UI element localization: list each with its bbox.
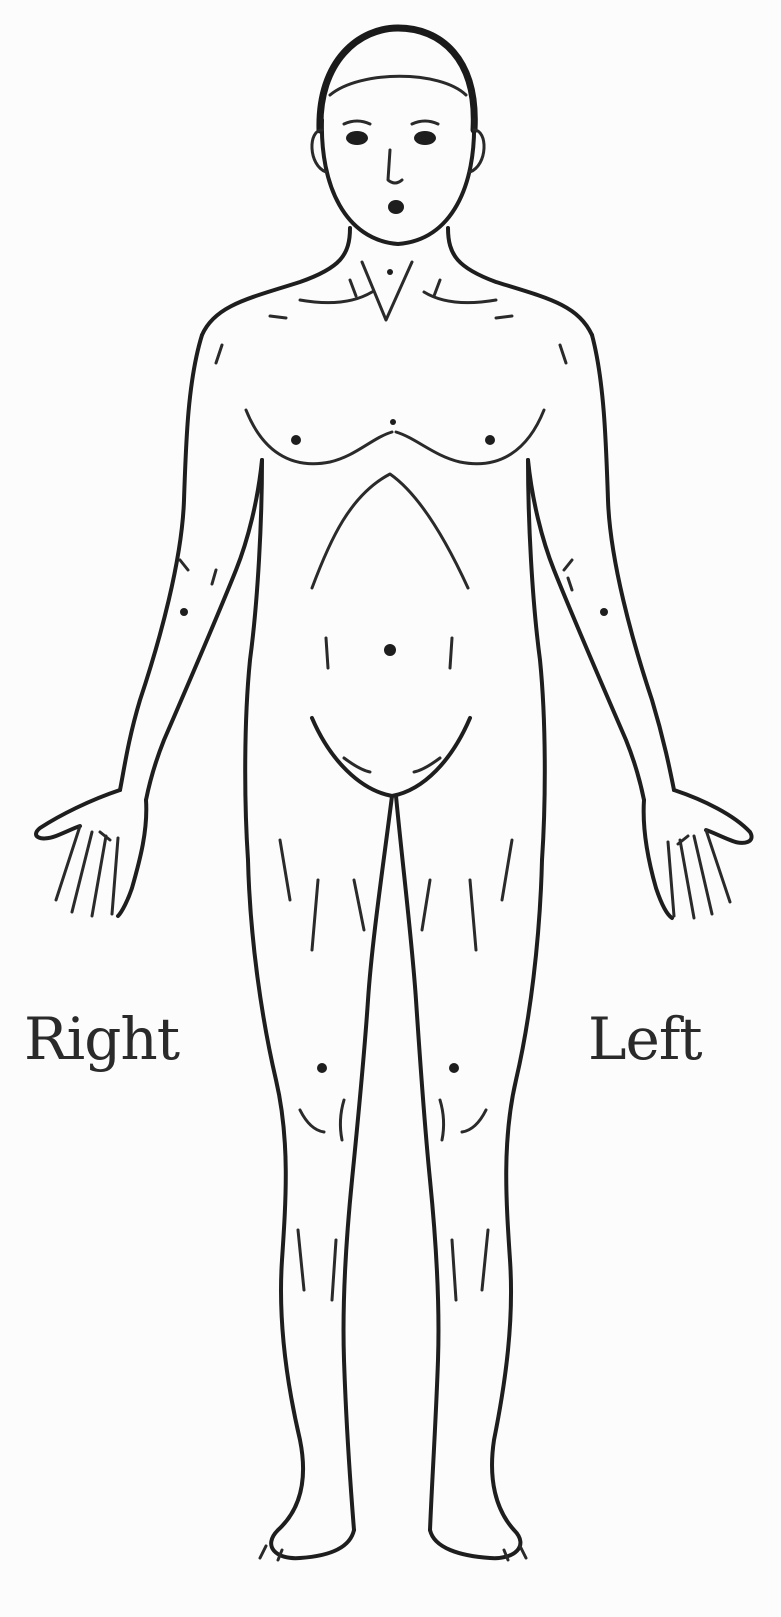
left-side-label: Left bbox=[588, 1010, 702, 1068]
right-eye bbox=[346, 131, 368, 145]
torso bbox=[202, 228, 592, 860]
legs bbox=[248, 796, 542, 1560]
right-nipple bbox=[291, 435, 301, 445]
left-nipple bbox=[485, 435, 495, 445]
navel bbox=[384, 644, 396, 656]
right-side-label: Right bbox=[24, 1010, 179, 1068]
mouth bbox=[388, 200, 404, 214]
left-eye bbox=[414, 131, 436, 145]
right-arm bbox=[36, 335, 262, 916]
head bbox=[312, 28, 484, 244]
left-arm bbox=[528, 335, 752, 918]
